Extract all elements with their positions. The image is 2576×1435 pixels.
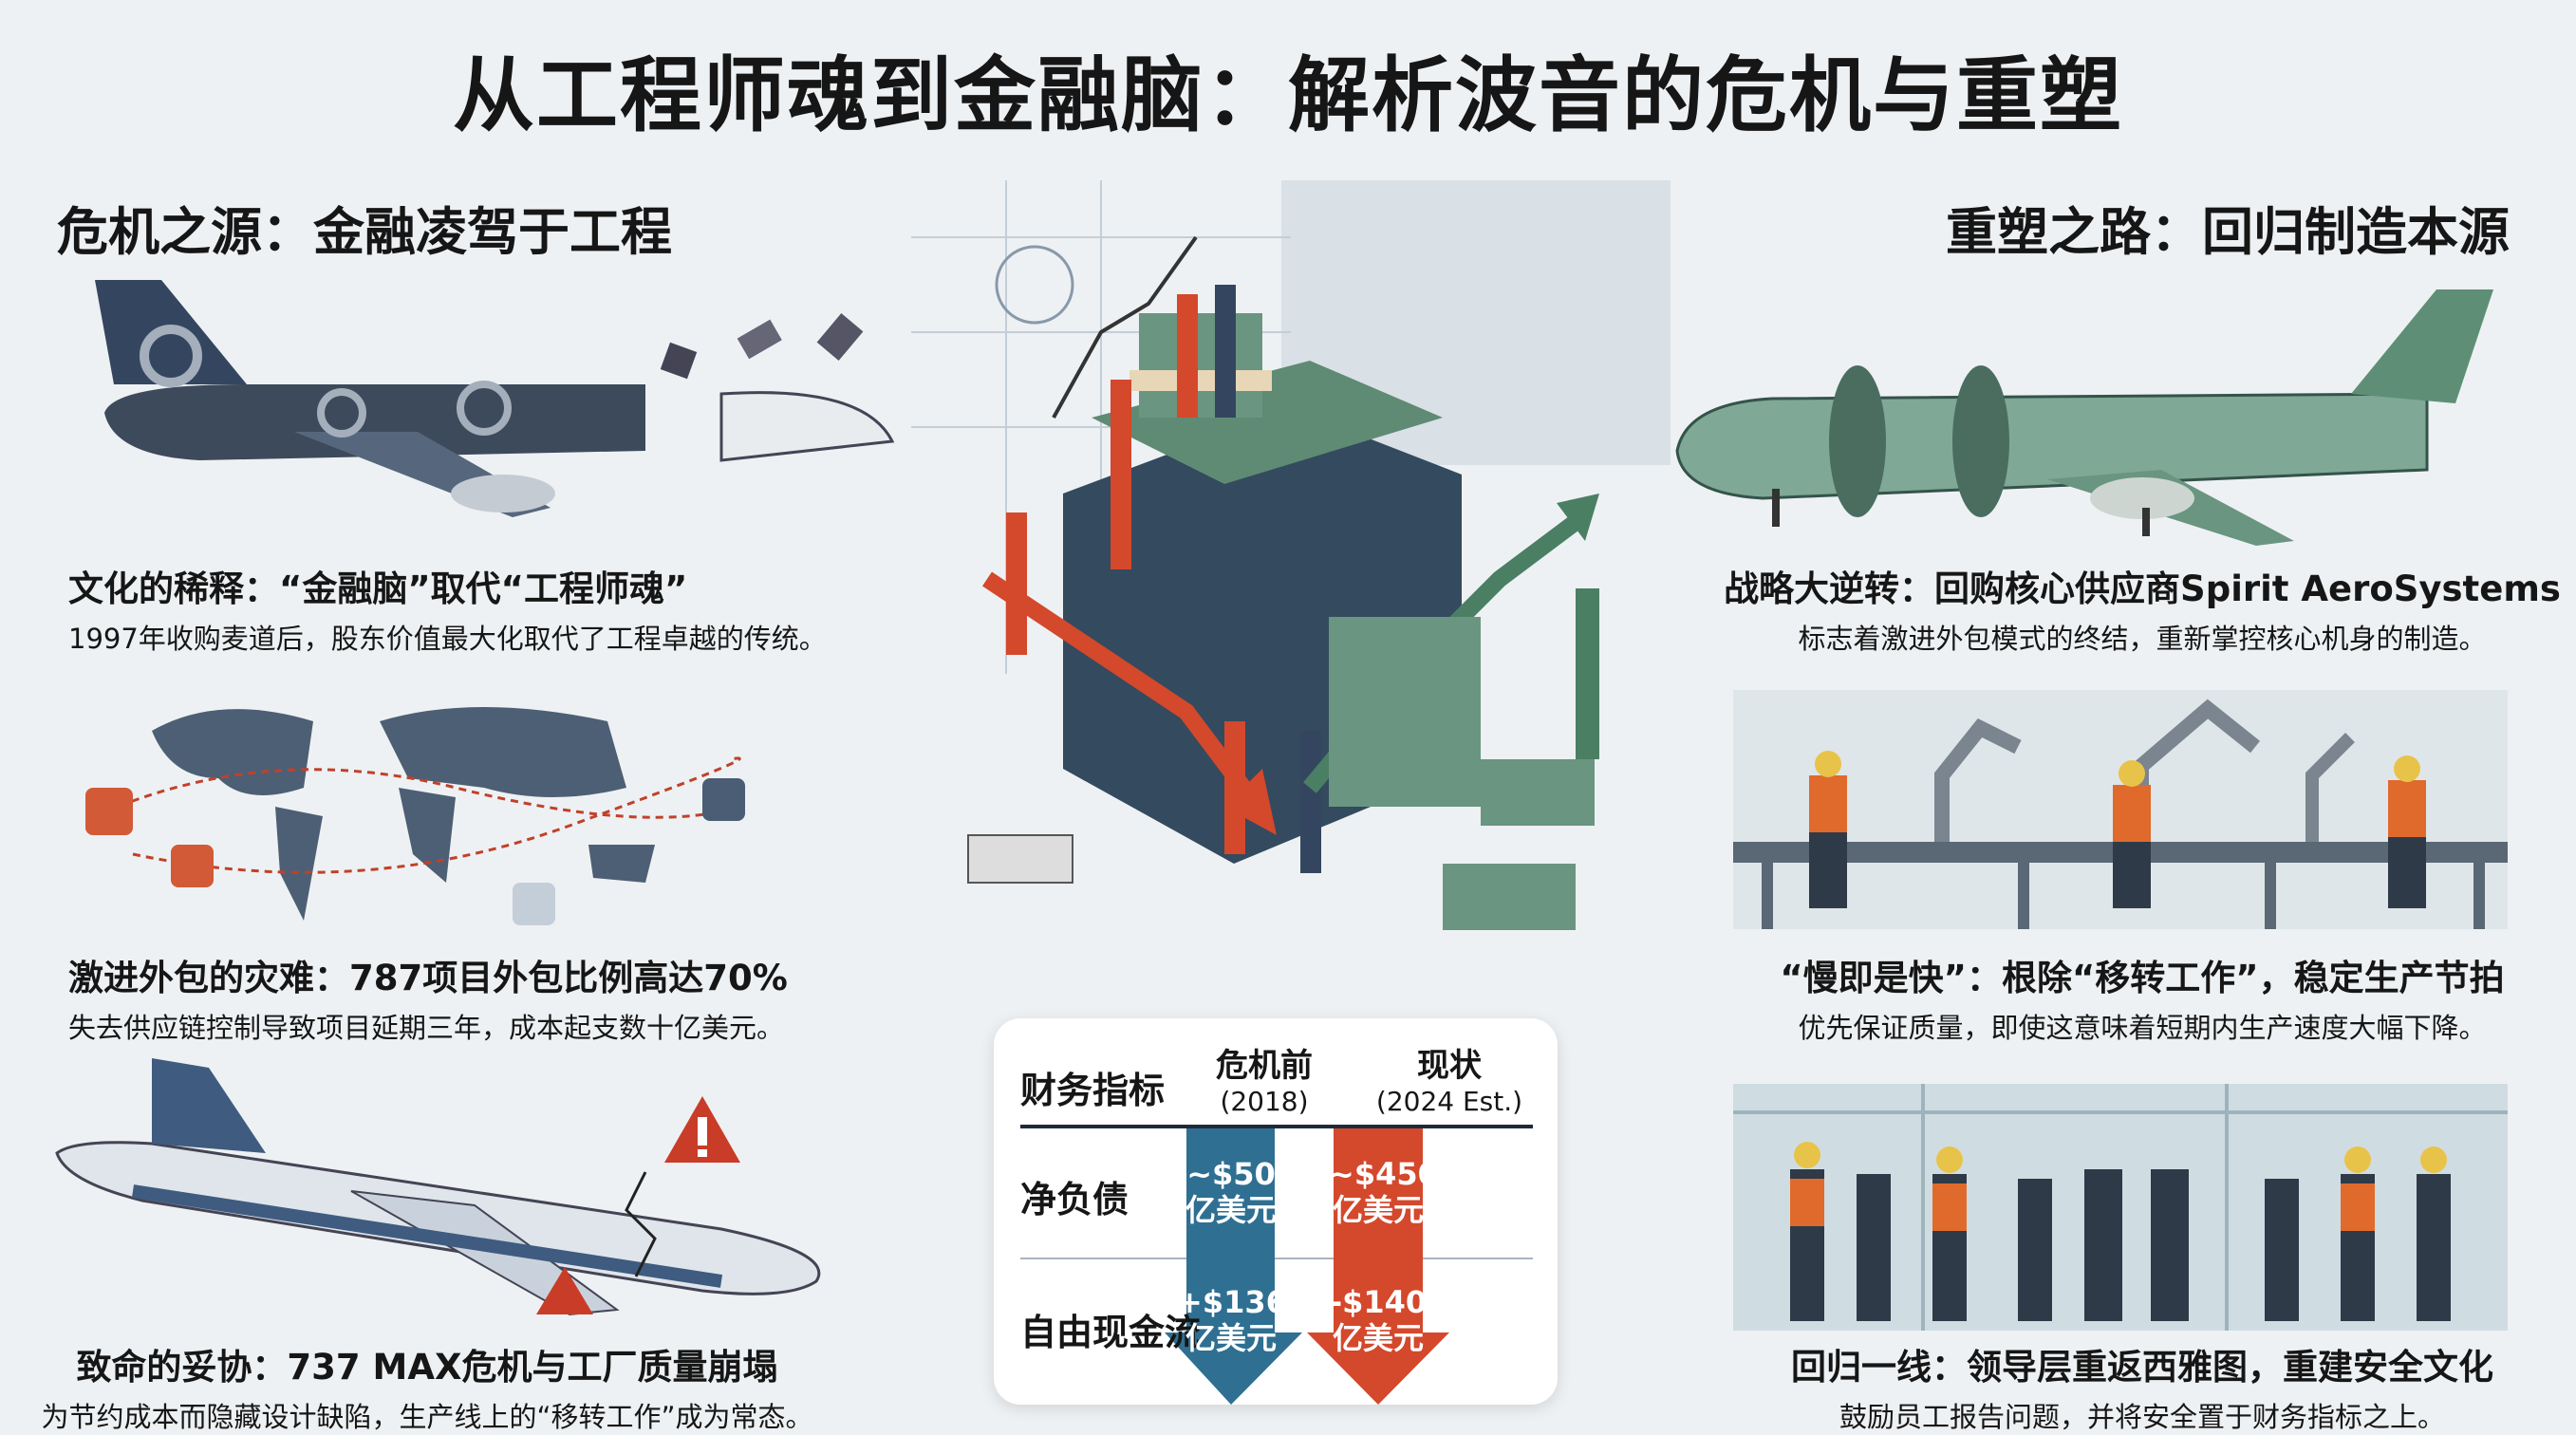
left-section-heading: 危机之源：金融凌驾于工程 [57,202,672,262]
left-item-1-title: 文化的稀释：“金融脑”取代“工程师魂” [68,568,688,609]
right-item-3-title: 回归一线：领导层重返西雅图，重建安全文化 [1791,1347,2493,1388]
row-label-net-debt: 净负债 [1020,1179,1129,1221]
current-down-arrow [1307,1128,1449,1405]
fragmenting-plane-illustration [95,280,895,517]
right-section-heading: 重塑之路：回归制造本源 [1946,202,2510,262]
financial-metrics-table: 财务指标 危机前(2018) 现状(2024 Est.) 净负债 自由现金流 ~… [994,1018,1558,1405]
factory-production-line-illustration [1733,690,2508,929]
pre-crisis-down-arrow [1165,1128,1302,1405]
row-divider [1020,1258,1533,1259]
right-item-3: 回归一线：领导层重返西雅图，重建安全文化 鼓励员工报告问题，并将安全置于财务指标… [1708,1338,2576,1435]
left-item-1: 文化的稀释：“金融脑”取代“工程师魂” 1997年收购麦道后，股东价值最大化取代… [57,560,827,657]
warning-icon [536,1267,593,1314]
value: ~$450 [1329,1156,1439,1192]
col-sub: (2018) [1220,1086,1309,1117]
table-col-pre-crisis: 危机前(2018) [1198,1039,1331,1117]
unit: 亿美元 [1332,1320,1424,1356]
finance-money-stacks-illustration [911,180,1671,930]
right-item-2-title: “慢即是快”：根除“移转工作”，稳定生产节拍 [1780,958,2505,998]
left-item-2-subtitle: 失去供应链控制导致项目延期三年，成本起支数十亿美元。 [68,1012,785,1044]
header-divider [1020,1125,1533,1128]
right-item-1: 战略大逆转：回购核心供应商Spirit AeroSystems 标志着激进外包模… [1708,560,2576,657]
value-arrows [1165,1128,1449,1405]
table-col-current: 现状(2024 Est.) [1354,1039,1544,1117]
leadership-shop-floor-illustration [1733,1084,2508,1331]
left-item-2-title: 激进外包的灾难：787项目外包比例高达70% [68,958,788,998]
unit: 亿美元 [1185,1320,1277,1356]
cracked-737-max-illustration [55,1058,821,1316]
green-plane-reassembly-illustration [1675,289,2493,546]
unit: 亿美元 [1332,1192,1424,1228]
col-sub: (2024 Est.) [1375,1086,1523,1117]
unit: 亿美元 [1185,1192,1277,1228]
right-item-1-subtitle: 标志着激进外包模式的终结，重新掌控核心机身的制造。 [1798,623,2487,655]
left-item-3-subtitle: 为节约成本而隐藏设计缺陷，生产线上的“移转工作”成为常态。 [41,1401,813,1433]
value: +$136 [1177,1284,1287,1320]
row-label-free-cash-flow: 自由现金流 [1020,1312,1202,1353]
value: -$140 [1329,1284,1428,1320]
right-item-2-subtitle: 优先保证质量，即使这意味着短期内生产速度大幅下降。 [1798,1012,2487,1044]
right-item-1-title: 战略大逆转：回购核心供应商Spirit AeroSystems [1724,568,2561,609]
world-map-supply-chain-illustration [85,707,745,925]
left-item-3-title: 致命的妥协：737 MAX危机与工厂质量崩塌 [76,1347,778,1388]
left-item-1-subtitle: 1997年收购麦道后，股东价值最大化取代了工程卓越的传统。 [68,623,827,655]
left-item-3: 致命的妥协：737 MAX危机与工厂质量崩塌 为节约成本而隐藏设计缺陷，生产线上… [0,1338,854,1435]
page-title: 从工程师魂到金融脑：解析波音的危机与重塑 [453,48,2123,143]
value: ~$50 [1186,1156,1276,1192]
left-item-2: 激进外包的灾难：787项目外包比例高达70% 失去供应链控制导致项目延期三年，成… [57,949,816,1046]
right-item-3-subtitle: 鼓励员工报告问题，并将安全置于财务指标之上。 [1839,1401,2445,1433]
right-item-2: “慢即是快”：根除“移转工作”，稳定生产节拍 优先保证质量，即使这意味着短期内生… [1708,949,2576,1046]
table-header-metric: 财务指标 [1020,1070,1166,1111]
col-label: 现状 [1417,1047,1482,1085]
col-label: 危机前 [1216,1047,1313,1085]
